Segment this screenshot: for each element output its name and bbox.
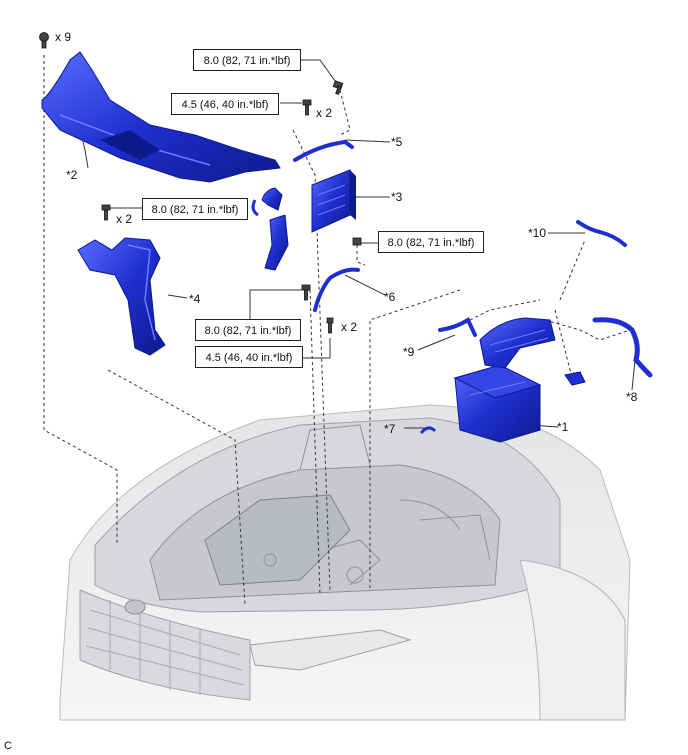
part-10-hose <box>576 220 627 247</box>
part-8-hose <box>592 317 653 378</box>
part-2-cover <box>41 51 281 183</box>
leader-lines <box>43 55 631 606</box>
callout-part-2: *2 <box>66 168 78 182</box>
callout-part-8: *8 <box>626 390 638 404</box>
part-hoses-center <box>251 187 289 271</box>
part-5-hose <box>293 139 354 162</box>
engine-cover <box>204 494 351 586</box>
quantity-label: x 2 <box>341 320 358 334</box>
bolt-icon <box>326 317 334 334</box>
bolt-icon <box>101 204 111 221</box>
quantity-label: x 9 <box>55 30 72 44</box>
bolt-icon <box>302 99 312 116</box>
bolt-icon <box>301 284 311 301</box>
bolts <box>39 32 362 334</box>
torque-spec-box: 4.5 (46, 40 in.*lbf) <box>171 93 279 115</box>
callout-part-1: *1 <box>557 420 569 434</box>
part-3-ecu <box>311 169 356 233</box>
bolt-icon <box>332 80 344 95</box>
callout-part-4: *4 <box>189 292 201 306</box>
torque-spec-box: 8.0 (82, 71 in.*lbf) <box>193 49 301 71</box>
clip-fastener-icon <box>39 32 49 49</box>
torque-spec-box: 8.0 (82, 71 in.*lbf) <box>195 319 301 341</box>
grille-pattern <box>85 600 245 695</box>
part-7-clip <box>420 426 436 434</box>
callout-part-5: *5 <box>391 135 403 149</box>
fender <box>519 559 626 721</box>
part-1-air-cleaner <box>453 317 586 443</box>
headlight <box>249 629 412 671</box>
part-4-duct <box>77 237 166 356</box>
callout-part-10: *10 <box>528 226 547 240</box>
corner-label: C <box>4 740 12 752</box>
nut-icon <box>352 237 362 246</box>
torque-spec-box: 4.5 (46, 40 in.*lbf) <box>195 346 303 368</box>
torque-spec-box: 8.0 (82, 71 in.*lbf) <box>378 231 484 253</box>
part-9-hose <box>438 317 477 337</box>
quantity-label: x 2 <box>316 106 333 120</box>
callout-part-3: *3 <box>391 190 403 204</box>
part-6-hose <box>313 267 360 312</box>
torque-spec-box: 8.0 (82, 71 in.*lbf) <box>142 198 248 220</box>
emblem <box>124 599 146 615</box>
vehicle-front <box>59 404 631 721</box>
callout-part-9: *9 <box>403 345 415 359</box>
callout-part-6: *6 <box>384 290 396 304</box>
callout-part-7: *7 <box>384 422 396 436</box>
quantity-label: x 2 <box>116 212 133 226</box>
